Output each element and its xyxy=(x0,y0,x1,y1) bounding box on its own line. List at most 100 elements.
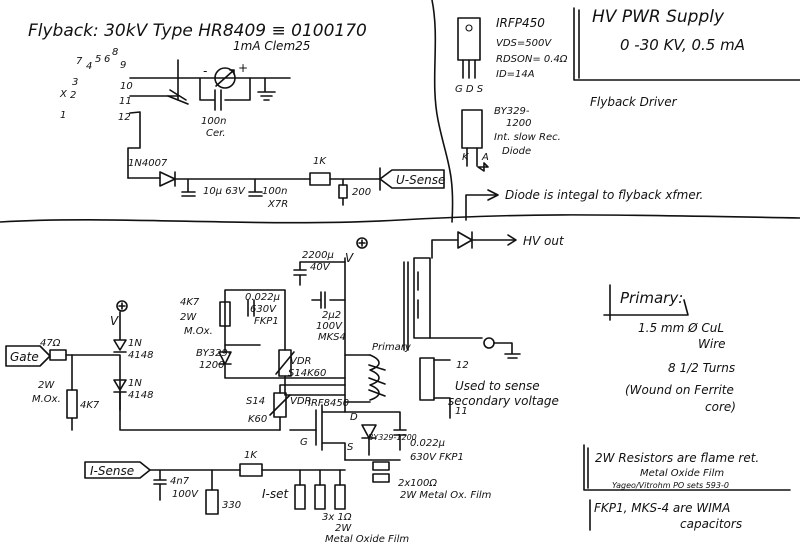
mosfet-rdson: RDSON= 0.4Ω xyxy=(496,54,568,65)
wire-spec: 1.5 mm Ø CuL xyxy=(638,321,724,335)
vdr-top-wire xyxy=(284,375,346,396)
ground-hatch xyxy=(167,89,189,105)
title: Flyback: 30kV Type HR8409 ≡ 0100170 xyxy=(28,21,367,41)
res-47-label: 47Ω xyxy=(40,338,61,349)
res-4k7-top-label: 4K7 xyxy=(180,297,200,308)
irfp450-hole xyxy=(465,24,473,32)
by329-small: BY329-1200 xyxy=(368,433,417,442)
pin-11: 11 xyxy=(455,406,468,417)
zener-2-label: 1N xyxy=(128,378,142,389)
vdr-mid-part: S14 xyxy=(246,396,265,407)
res-1k-top xyxy=(309,172,331,186)
diode-part: BY329- xyxy=(494,106,530,117)
res-4k7-gate xyxy=(66,389,78,419)
irf-mid-label: IRF8450 xyxy=(308,398,349,409)
diode-desc2: Diode xyxy=(502,146,531,157)
hv-arrow xyxy=(507,234,517,246)
cap-2200-label: 2200µ xyxy=(302,250,334,261)
sense-desc: Used to sense xyxy=(455,379,540,393)
cap-100n-type: X7R xyxy=(267,199,288,210)
meter-minus: - xyxy=(203,64,207,78)
note1c: Yageo/Vitrohm PO sets 593-0 xyxy=(612,481,729,490)
primary-label: Primary xyxy=(372,342,412,353)
pin-num: 7 xyxy=(76,56,83,67)
res-200 xyxy=(338,184,348,199)
primary-box xyxy=(603,284,689,321)
wire xyxy=(329,178,381,206)
pin-num: 3 xyxy=(72,77,78,88)
mosfet-main xyxy=(315,399,346,461)
hv-title: HV PWR Supply xyxy=(592,7,725,27)
by329-package xyxy=(461,109,483,149)
cap-meter-type: Cer. xyxy=(206,128,226,139)
pin-num: 5 xyxy=(95,54,101,65)
mosfet-id: ID=14A xyxy=(496,69,535,80)
vplus-terminal xyxy=(356,237,368,249)
meter-plus: + xyxy=(238,61,248,75)
flyback-driver: Flyback Driver xyxy=(590,95,678,109)
primary-winding xyxy=(369,354,380,401)
pin-numbers: 7 4 5 6 8 9 3 X 2 1 10 11 12 xyxy=(59,47,133,123)
i-set-label: I-set xyxy=(262,487,290,501)
res-4k7-snubber xyxy=(219,301,231,327)
hv-range: 0 -30 KV, 0.5 mA xyxy=(620,36,745,54)
vdr-mid-wires xyxy=(279,384,346,431)
core: core) xyxy=(705,400,736,414)
res-3x1-c xyxy=(334,484,346,510)
cap-100n-label: 100n xyxy=(262,186,287,197)
vplus-left-label: V xyxy=(110,314,119,328)
res-330-label: 330 xyxy=(222,500,241,511)
diode-by329: BY329- xyxy=(196,348,232,359)
notes-box xyxy=(583,444,791,491)
pin-12: 12 xyxy=(456,360,469,371)
pin-num: 11 xyxy=(119,96,132,107)
diode-by329-2: 1200 xyxy=(199,360,224,371)
res-47 xyxy=(49,349,67,361)
res-3x1-w: 2W xyxy=(335,523,352,534)
vplus-left-terminal xyxy=(116,300,128,312)
pin-num: 10 xyxy=(120,81,133,92)
zener-1 xyxy=(113,311,127,353)
cap-2u2-label: 2µ2 xyxy=(322,310,341,321)
res-4k7-type: M.Ox. xyxy=(184,326,213,337)
wound: (Wound on Ferrite xyxy=(625,383,734,397)
by329-pins xyxy=(466,147,478,167)
pin-num: 4 xyxy=(86,61,92,72)
pin-num: 8 xyxy=(112,47,118,58)
res-2x100-a xyxy=(372,461,390,471)
by329-snubber-diode xyxy=(218,344,346,379)
note2: FKP1, MKS-4 are WIMA xyxy=(594,501,730,515)
vplus-left-plus xyxy=(118,302,126,310)
note1b: Metal Oxide Film xyxy=(640,468,724,479)
res-3x1-a xyxy=(294,484,306,510)
meter-capacitor xyxy=(199,77,251,111)
section-divider-vertical xyxy=(431,0,454,223)
cap-2200-v: 40V xyxy=(310,262,331,273)
arrow-head xyxy=(487,189,499,201)
hv-diode xyxy=(431,231,516,259)
res-1k-top-label: 1K xyxy=(313,156,327,167)
pin-num: X xyxy=(59,89,68,100)
res-2x100-b xyxy=(372,473,390,483)
secondary-winding xyxy=(413,257,431,339)
drain-label: D xyxy=(350,412,358,423)
vdr-top-part: S14K60 xyxy=(288,368,326,379)
diode-desc: Int. slow Rec. xyxy=(494,132,561,143)
hv-out: HV out xyxy=(523,234,565,248)
meter-arrow xyxy=(215,69,235,87)
diode-a: A xyxy=(481,152,489,163)
secondary-terminal xyxy=(483,337,495,349)
pin-num: 1 xyxy=(60,110,66,121)
cap-0022-top-type: FKP1 xyxy=(254,316,279,327)
res-3x1-label: 3x 1Ω xyxy=(322,512,352,523)
cap-2200 xyxy=(293,261,346,286)
source-label: S xyxy=(347,442,354,453)
cap-0022-mid xyxy=(344,411,407,451)
diode-small-symbol xyxy=(477,162,489,172)
sense-desc2: secondary voltage xyxy=(448,394,559,408)
i-sense-tag xyxy=(84,461,151,479)
primary-box-label: Primary: xyxy=(620,289,683,307)
zener-1b: 4148 xyxy=(128,350,153,361)
